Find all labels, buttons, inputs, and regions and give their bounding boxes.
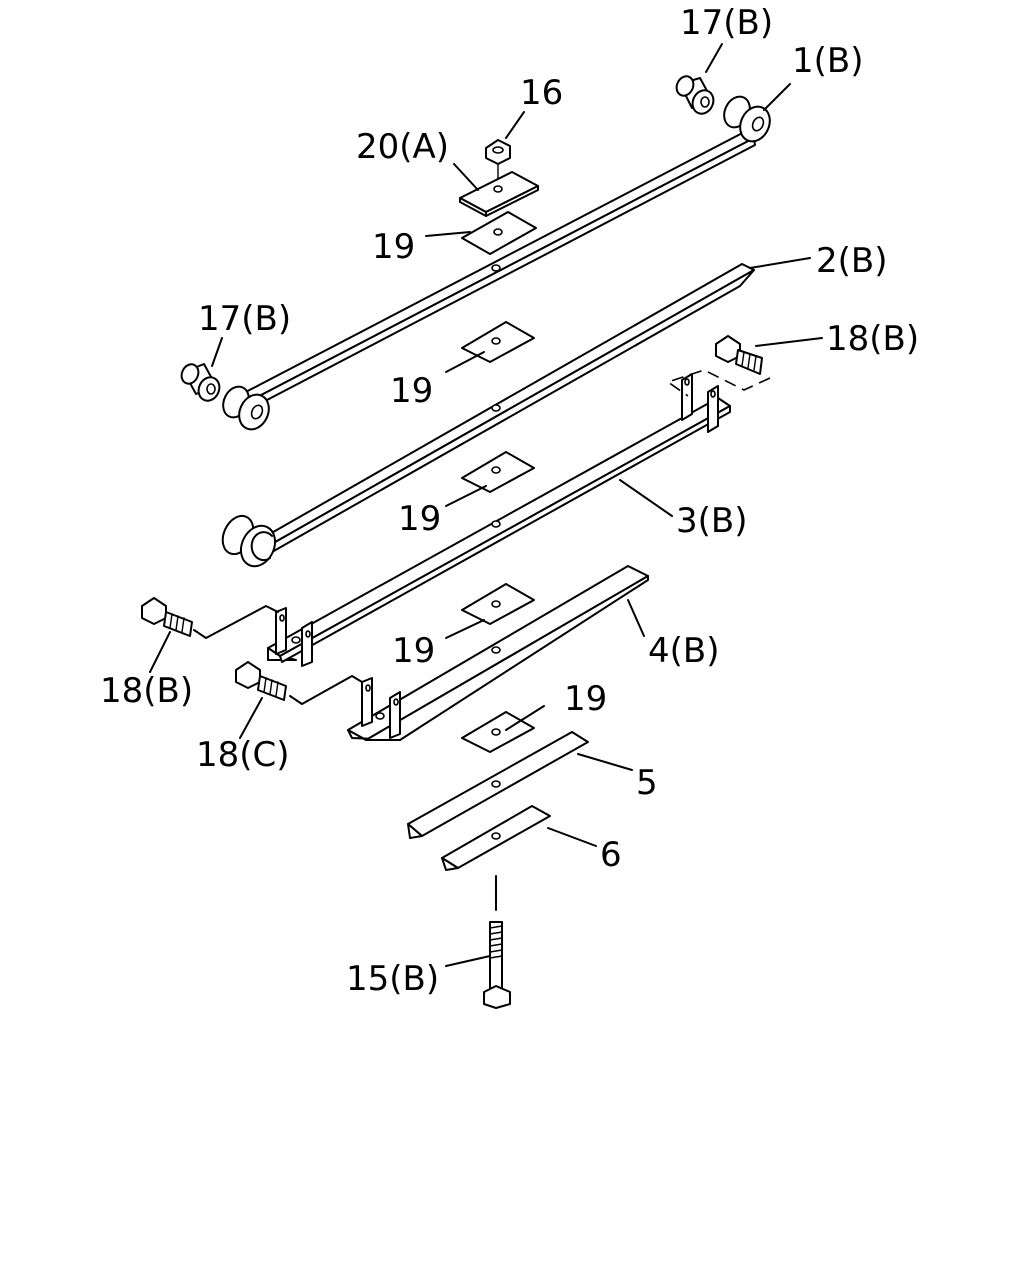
label-18b-right: 18(B) [826, 319, 919, 359]
leaf-1-eye-left [222, 385, 270, 431]
leaf-3-clip-right [681, 373, 719, 433]
bushing-17-left [180, 363, 221, 402]
leaf-spring-5 [407, 731, 589, 839]
pad-19-d [461, 583, 535, 625]
clip-bolt-18-right-guide [666, 369, 771, 397]
label-6: 6 [600, 835, 622, 875]
label-15b: 15(B) [346, 959, 439, 999]
callout-labels: 17(B) 1(B) 16 20(A) 19 2(B) 17(B) 18(B) … [100, 3, 919, 999]
label-3b: 3(B) [676, 501, 748, 541]
label-19-d: 19 [392, 631, 435, 671]
label-17b-left: 17(B) [198, 299, 291, 339]
label-16: 16 [520, 73, 563, 113]
leaf-spring-4 [347, 565, 649, 741]
nut-16 [485, 139, 511, 185]
label-2b: 2(B) [816, 241, 888, 281]
clip-bolt-18c [235, 661, 363, 705]
leaf-spring-2 [221, 263, 755, 568]
label-1b: 1(B) [792, 41, 864, 81]
clip-bolt-18-right [666, 335, 771, 397]
pad-19-e [461, 711, 535, 753]
leaf-3-clip-left [275, 607, 313, 667]
leader-lines [149, 43, 823, 967]
plate-20 [459, 171, 539, 217]
clip-bolt-18-left-leader [193, 605, 279, 639]
label-17b-top: 17(B) [680, 3, 773, 43]
clip-bolt-18-left [141, 597, 279, 639]
leaf-spring-1 [222, 95, 771, 431]
leaf-spring-6 [441, 805, 551, 871]
label-19-b: 19 [390, 371, 433, 411]
pad-19-c [461, 451, 535, 493]
label-19-e: 19 [564, 679, 607, 719]
clip-bolt-18c-leader [289, 675, 363, 705]
center-bolt-15 [483, 875, 511, 1009]
label-4b: 4(B) [648, 631, 720, 671]
label-18c: 18(C) [196, 735, 290, 775]
leaf-4-clip [361, 677, 401, 739]
pad-19-a [461, 211, 537, 255]
label-19-c: 19 [398, 499, 441, 539]
leaf-spring-3 [267, 373, 731, 667]
bushing-17-top [675, 75, 715, 115]
label-20a: 20(A) [356, 127, 449, 167]
label-19-a: 19 [372, 227, 415, 267]
pad-19-b [461, 321, 535, 363]
leaf-1-eye-right [723, 95, 771, 143]
label-5: 5 [636, 763, 658, 803]
label-18b-left: 18(B) [100, 671, 193, 711]
leaf-2-eye [221, 514, 277, 568]
center-hole [491, 264, 501, 272]
